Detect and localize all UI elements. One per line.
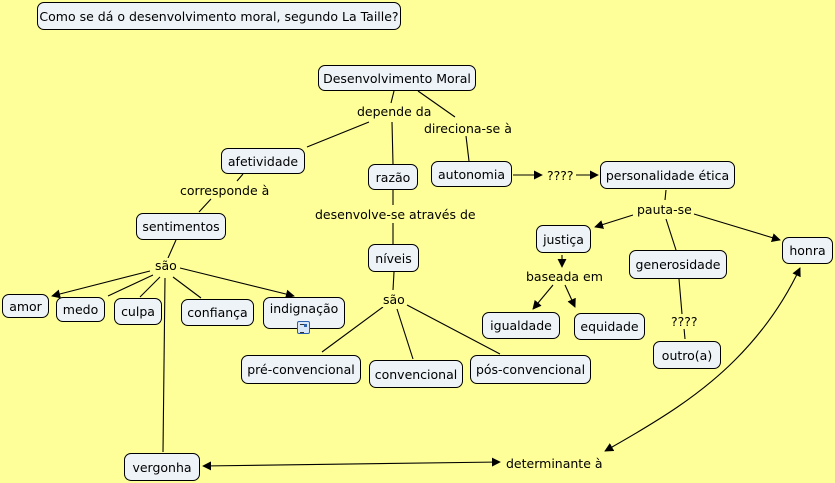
concept-sentimentos[interactable]: sentimentos bbox=[136, 213, 226, 240]
concept-label: vergonha bbox=[132, 459, 192, 475]
concept-label: níveis bbox=[375, 250, 412, 266]
concept-label: sentimentos bbox=[142, 219, 220, 234]
link-label-baseada-em[interactable]: baseada em bbox=[525, 269, 604, 284]
link-depende-razao bbox=[391, 121, 394, 165]
concept-label: honra bbox=[789, 243, 826, 258]
link-baseada-equidade bbox=[564, 284, 576, 308]
concept-label: personalidade ética bbox=[605, 167, 730, 183]
link-sao-culpa bbox=[139, 276, 161, 298]
concept-pre-convencional[interactable]: pré-convencional bbox=[241, 355, 361, 384]
concept-label: generosidade bbox=[635, 257, 721, 272]
link-depende-afetividade bbox=[306, 121, 370, 148]
concept-justica[interactable]: justiça bbox=[536, 225, 591, 253]
concept-igualdade[interactable]: igualdade bbox=[482, 312, 560, 339]
link-sao-pos bbox=[406, 304, 501, 355]
link-label-direciona-se[interactable]: direciona-se à bbox=[423, 121, 513, 136]
link-dm-depende bbox=[390, 90, 395, 104]
link-sao-vergonha bbox=[162, 277, 166, 453]
link-label-sao-sentimentos[interactable]: são bbox=[154, 258, 178, 273]
link-sao-pre bbox=[321, 306, 384, 353]
concept-culpa[interactable]: culpa bbox=[114, 298, 162, 325]
concept-amor[interactable]: amor bbox=[2, 294, 49, 318]
concept-honra[interactable]: honra bbox=[782, 237, 833, 264]
concept-autonomia[interactable]: autonomia bbox=[431, 161, 512, 187]
concept-razao[interactable]: razão bbox=[368, 164, 418, 190]
link-label-pauta-se[interactable]: pauta-se bbox=[636, 202, 693, 217]
link-direciona-autonomia bbox=[465, 135, 470, 162]
link-label-interrogacao-1[interactable]: ???? bbox=[546, 168, 575, 183]
link-label-depende-da[interactable]: depende da bbox=[356, 104, 433, 119]
concept-label: amor bbox=[9, 298, 42, 314]
concept-label: autonomia bbox=[437, 166, 505, 182]
link-sao-confianca bbox=[172, 276, 202, 299]
question-box[interactable]: Como se dá o desenvolvimento moral, segu… bbox=[37, 2, 401, 30]
concept-label: pós-convencional bbox=[475, 362, 586, 377]
concept-niveis[interactable]: níveis bbox=[368, 244, 419, 272]
link-q-outro bbox=[683, 327, 686, 340]
link-label-sao-niveis[interactable]: são bbox=[382, 292, 406, 307]
link-dm-direciona bbox=[417, 90, 456, 118]
concept-confianca[interactable]: confiança bbox=[181, 299, 254, 326]
concept-personalidade-etica[interactable]: personalidade ética bbox=[600, 161, 735, 189]
link-sent-sao bbox=[167, 239, 177, 259]
link-label-interrogacao-2[interactable]: ???? bbox=[670, 314, 699, 329]
link-label-corresponde[interactable]: corresponde à bbox=[179, 183, 271, 198]
link-personalidade-pauta bbox=[664, 189, 667, 201]
concept-label: indignação bbox=[269, 301, 339, 316]
concept-label: confiança bbox=[187, 305, 248, 320]
link-generosidade-q bbox=[678, 278, 683, 315]
link-pauta-generosidade bbox=[665, 218, 677, 251]
link-baseada-igualdade bbox=[532, 284, 554, 310]
document-resource-icon[interactable] bbox=[297, 321, 310, 334]
concept-label: equidade bbox=[580, 319, 639, 334]
concept-desenvolvimento-moral[interactable]: Desenvolvimento Moral bbox=[318, 65, 476, 91]
concept-equidade[interactable]: equidade bbox=[574, 313, 645, 340]
concept-vergonha[interactable]: vergonha bbox=[124, 453, 200, 481]
link-sao-conv bbox=[396, 308, 414, 360]
concept-convencional[interactable]: convencional bbox=[369, 360, 463, 388]
link-sao-amor bbox=[51, 270, 151, 299]
link-determinante-honra bbox=[604, 267, 801, 452]
concept-label: convencional bbox=[374, 366, 458, 382]
link-label-determinante[interactable]: determinante à bbox=[505, 456, 604, 471]
link-afet-corresponde bbox=[236, 173, 244, 182]
link-vergonha-determinante bbox=[202, 457, 501, 471]
concept-label: outro(a) bbox=[661, 347, 713, 363]
concept-medo[interactable]: medo bbox=[56, 297, 105, 322]
link-corresponde-sent bbox=[198, 198, 212, 213]
link-label-desenvolve-se[interactable]: desenvolve-se através de bbox=[314, 207, 477, 222]
link-sao-indignacao bbox=[179, 267, 295, 299]
concept-label: afetividade bbox=[227, 153, 299, 169]
concept-label: pré-convencional bbox=[247, 362, 355, 377]
concept-afetividade[interactable]: afetividade bbox=[221, 148, 305, 174]
link-niveis-sao bbox=[392, 271, 395, 291]
link-sao-medo bbox=[107, 274, 154, 297]
concept-pos-convencional[interactable]: pós-convencional bbox=[470, 355, 591, 384]
concept-label: justiça bbox=[543, 231, 584, 247]
link-pauta-justica bbox=[594, 214, 634, 229]
concept-label: razão bbox=[375, 169, 411, 185]
concept-generosidade[interactable]: generosidade bbox=[629, 250, 727, 279]
concept-label: medo bbox=[62, 302, 99, 317]
concept-label: culpa bbox=[121, 304, 155, 319]
concept-outro[interactable]: outro(a) bbox=[653, 341, 721, 369]
question-text: Como se dá o desenvolvimento moral, segu… bbox=[39, 8, 399, 24]
link-pauta-honra bbox=[693, 213, 781, 242]
concept-label: igualdade bbox=[490, 318, 552, 333]
concept-label: Desenvolvimento Moral bbox=[323, 70, 471, 86]
